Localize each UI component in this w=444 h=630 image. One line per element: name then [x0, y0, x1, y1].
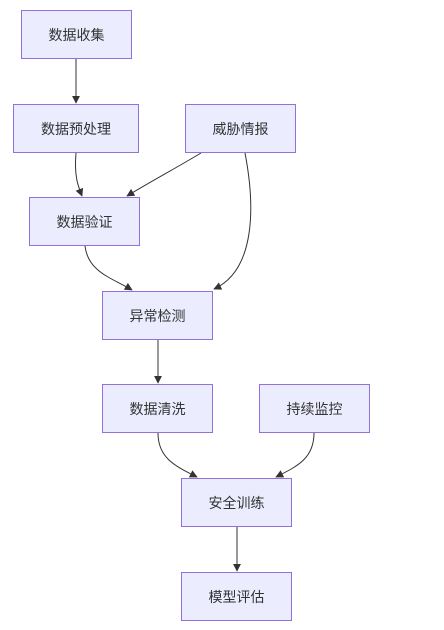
node-continuous-monitoring: 持续监控 [259, 384, 370, 433]
node-label: 威胁情报 [212, 121, 269, 138]
node-label: 数据预处理 [41, 121, 111, 138]
node-label: 模型评估 [208, 589, 265, 606]
node-label: 数据清洗 [129, 401, 186, 418]
edge-verify-to-anomaly [84, 245, 133, 291]
node-label: 持续监控 [286, 401, 343, 418]
node-anomaly-detection: 异常检测 [102, 291, 213, 340]
node-data-verification: 数据验证 [29, 197, 140, 246]
node-model-evaluation: 模型评估 [181, 572, 292, 621]
edge-threat-to-anomaly [213, 152, 252, 290]
node-threat-intelligence: 威胁情报 [185, 104, 296, 153]
node-data-cleaning: 数据清洗 [102, 384, 213, 433]
node-label: 安全训练 [208, 495, 265, 512]
node-secure-training: 安全训练 [181, 478, 292, 527]
edge-preprocess-to-verify [75, 152, 84, 197]
edge-monitor-to-train [275, 432, 315, 478]
edge-clean-to-train [157, 432, 198, 478]
node-label: 数据收集 [48, 27, 105, 44]
node-data-collection: 数据收集 [21, 10, 132, 59]
node-label: 异常检测 [129, 308, 186, 325]
node-data-preprocessing: 数据预处理 [13, 104, 139, 153]
edge-threat-to-verify [126, 152, 202, 197]
node-label: 数据验证 [56, 214, 113, 231]
